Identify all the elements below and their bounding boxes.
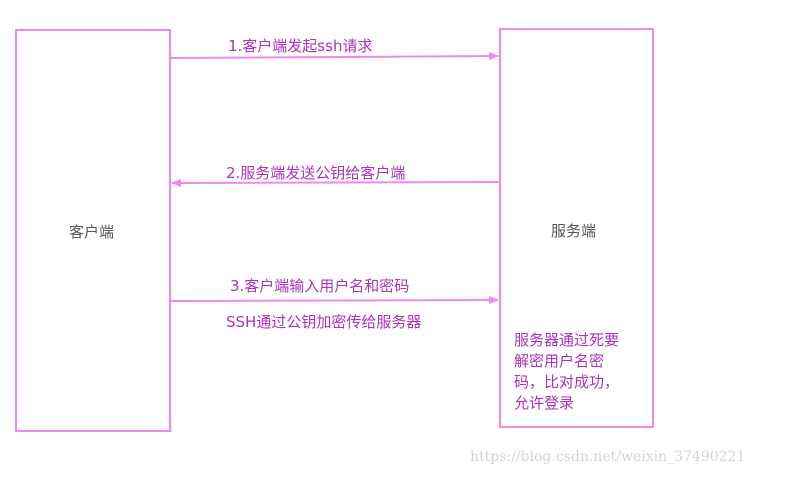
server-note-line: 服务器通过死要 xyxy=(514,331,620,349)
server-note-line: 码，比对成功， xyxy=(514,373,620,391)
server-note: 服务器通过死要 解密用户名密 码，比对成功， 允许登录 xyxy=(514,330,654,414)
server-note-line: 解密用户名密 xyxy=(514,352,605,370)
server-box xyxy=(499,28,654,428)
arrow-step-3 xyxy=(170,296,499,305)
step-1-label: 1.客户端发起ssh请求 xyxy=(228,37,373,55)
server-title: 服务端 xyxy=(551,222,597,240)
server-note-line: 允许登录 xyxy=(514,394,575,412)
client-title: 客户端 xyxy=(69,223,115,241)
watermark-url: https://blog.csdn.net/weixin_37490221 xyxy=(470,449,746,465)
client-box xyxy=(15,29,171,432)
step-3-sublabel: SSH通过公钥加密传给服务器 xyxy=(226,313,422,331)
step-2-label: 2.服务端发送公钥给客户端 xyxy=(226,164,406,182)
arrow-step-2 xyxy=(171,178,500,187)
step-3-label: 3.客户端输入用户名和密码 xyxy=(230,277,410,295)
arrow-step-1 xyxy=(170,52,499,61)
